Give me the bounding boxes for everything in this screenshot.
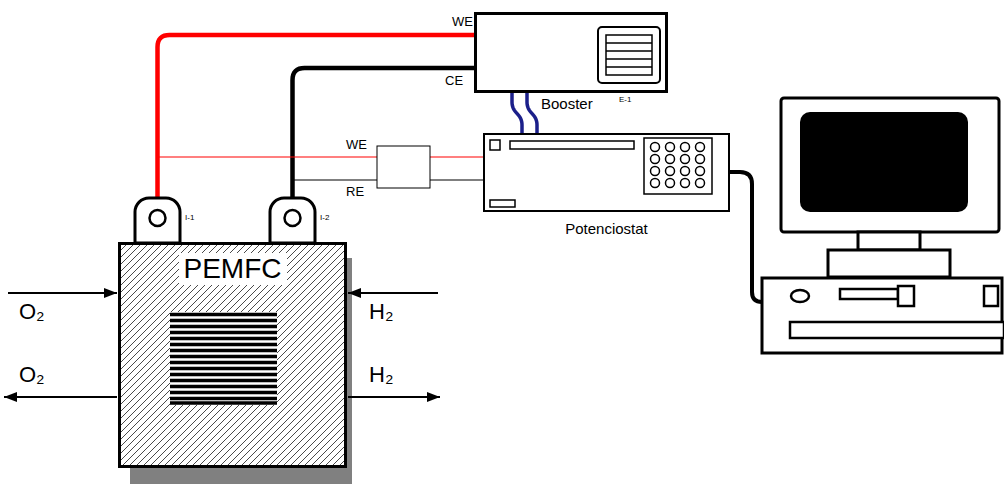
power-wire [293,68,475,242]
booster-vent-frame [606,35,652,75]
monitor-frame [781,98,999,232]
signal-name: WE [345,138,368,153]
gas-label: O₂ [18,299,46,324]
gas-label: H₂ [368,362,394,387]
gas-inlet-arrow [348,292,438,294]
device-tag: E-1 [618,95,632,104]
control-cable [512,93,522,133]
booster-box: Booster [474,12,668,93]
potentiostat-box: Potenciostat [483,133,730,212]
booster-vent [598,27,660,83]
cell-grille [170,312,277,405]
booster-ground [474,12,668,93]
gas-label: H₂ [368,299,394,324]
sense-wire [158,157,484,242]
terminal-lug [135,198,180,243]
signal-name: CE [444,74,464,89]
monitor-screen [800,112,968,212]
power-button [791,290,809,302]
potentiostat-button [490,200,515,207]
potentiostat-switch [490,140,500,150]
potentiostat-keypad [644,138,712,194]
terminal-lug [270,198,315,243]
booster-vent-bars [606,43,652,67]
terminal-tag: I-1 [184,213,195,222]
monitor-base [828,250,950,277]
drive-bay [898,286,914,306]
fuel-cell-box: PEMFC [118,242,347,468]
keypad-keys [651,143,705,188]
power-wire [158,35,475,242]
drive-slot [840,289,898,299]
sense-wire [293,180,484,242]
node-label: Booster [539,95,595,112]
monitor-neck [858,232,920,250]
grille-bars [170,315,277,404]
tower-slot [790,322,1004,338]
cell-hatching [118,242,347,468]
gas-outlet-arrow [348,396,440,398]
signal-name: WE [451,15,474,30]
gas-inlet-arrow [8,292,117,294]
potentiostat-display [510,141,634,149]
control-cable [527,93,537,133]
terminal-tag: I-2 [319,213,330,222]
node-label: Potenciostat [563,220,650,237]
grille-ground [170,312,277,405]
gas-label: O₂ [18,362,46,387]
signal-name: RE [345,185,365,200]
computer-tower [762,278,1002,353]
filter-box [377,146,430,188]
terminal-hole [150,210,166,226]
gas-outlet-arrow [4,396,117,398]
potentiostat-ground [483,133,730,212]
computer-cable [730,172,762,302]
cell-body [118,242,347,468]
node-label: PEMFC [179,253,287,285]
cell-shadow [130,258,352,484]
drive-bay [984,286,998,306]
terminal-hole [285,210,301,226]
